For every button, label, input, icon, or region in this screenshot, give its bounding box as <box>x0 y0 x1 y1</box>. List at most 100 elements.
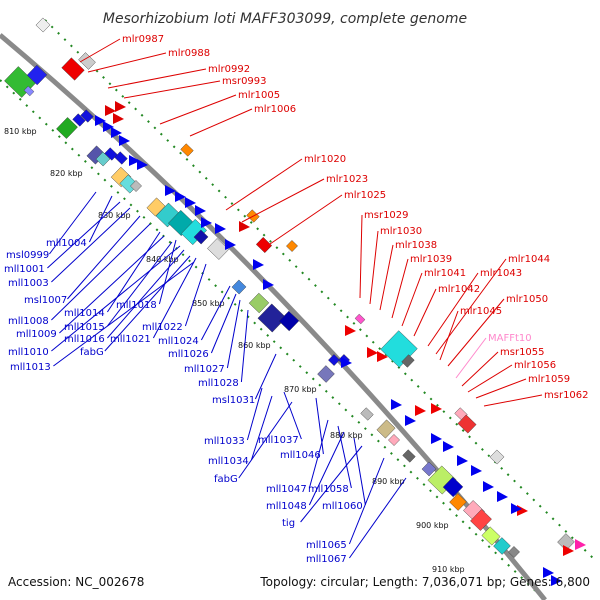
leader-line <box>87 52 167 73</box>
leader-line <box>152 257 197 339</box>
leader-line <box>461 351 499 387</box>
reverse-gene-label[interactable]: mll1024 <box>158 336 199 347</box>
forward-gene-label[interactable]: mlr1056 <box>514 360 556 371</box>
leader-line <box>159 94 237 125</box>
forward-gene-label[interactable]: mlr1030 <box>380 226 422 237</box>
leader-line <box>107 249 185 339</box>
forward-gene-label[interactable]: mlr1020 <box>304 154 346 165</box>
forward-gene-label[interactable]: mlr0992 <box>208 64 250 75</box>
reverse-gene-label[interactable]: mll1028 <box>198 378 239 389</box>
leader-line <box>413 288 437 337</box>
reverse-gene-label[interactable]: fabG <box>80 347 104 358</box>
leader-line <box>483 394 543 407</box>
reverse-gene-label[interactable]: msl0999 <box>6 250 49 261</box>
leader-line <box>269 194 343 245</box>
leader-line <box>51 223 151 321</box>
forward-gene-label[interactable]: mlr1045 <box>460 306 502 317</box>
leader-line <box>254 353 277 400</box>
reverse-gene-label[interactable]: mll1058 <box>308 484 349 495</box>
reverse-gene-label[interactable]: mll1009 <box>16 329 57 340</box>
reverse-gene-label[interactable]: mll1016 <box>64 334 105 345</box>
forward-gene-label[interactable]: mlr1042 <box>438 284 480 295</box>
forward-gene-label[interactable]: mlr0988 <box>168 48 210 59</box>
leader-line <box>47 201 121 269</box>
reverse-gene-label[interactable]: mll1046 <box>280 450 321 461</box>
leader-line <box>391 258 409 319</box>
kbp-tick-label: 820 kbp <box>50 169 83 178</box>
reverse-gene-label[interactable]: mll1027 <box>184 364 225 375</box>
leader-line <box>158 239 177 305</box>
reverse-gene-label[interactable]: tig <box>282 518 295 529</box>
leader-line <box>475 378 527 399</box>
leader-line <box>300 445 363 523</box>
forward-gene-label[interactable]: mlr1059 <box>528 374 570 385</box>
reverse-gene-label[interactable]: mll1018 <box>116 300 157 311</box>
reverse-gene-label[interactable]: mll1003 <box>8 278 49 289</box>
leader-line <box>337 425 352 489</box>
forward-gene-label[interactable]: mlr1050 <box>506 294 548 305</box>
leader-line <box>210 293 237 354</box>
leader-line <box>359 214 363 299</box>
kbp-tick-label: 900 kbp <box>416 521 449 530</box>
kbp-tick-label: 860 kbp <box>238 341 271 350</box>
reverse-gene-label[interactable]: mll1037 <box>258 435 299 446</box>
reverse-gene-label[interactable]: msl1031 <box>212 395 255 406</box>
forward-gene-label[interactable]: mlr1025 <box>344 190 386 201</box>
leader-line <box>241 178 325 223</box>
reverse-gene-label[interactable]: fabG <box>214 474 238 485</box>
leader-line <box>225 158 303 211</box>
leader-line <box>67 215 141 300</box>
forward-gene-label[interactable]: msr1062 <box>544 390 589 401</box>
forward-gene-label[interactable]: mlr1023 <box>326 174 368 185</box>
reverse-gene-label[interactable]: mll1026 <box>168 349 209 360</box>
trna-label[interactable]: MAFFt10 <box>488 333 532 344</box>
reverse-gene-label[interactable]: mll1021 <box>110 334 151 345</box>
reverse-gene-label[interactable]: mll1004 <box>46 238 87 249</box>
leader-line <box>240 309 249 383</box>
reverse-gene-label[interactable]: mll1015 <box>64 322 105 333</box>
reverse-gene-label[interactable]: mll1047 <box>266 484 307 495</box>
reverse-gene-label[interactable]: mll1034 <box>208 456 249 467</box>
reverse-gene-label[interactable]: mll1001 <box>4 264 45 275</box>
kbp-tick-label: 890 kbp <box>372 477 405 486</box>
leader-line <box>348 457 385 545</box>
forward-gene-label[interactable]: mlr1041 <box>424 268 466 279</box>
leader-line <box>246 387 263 441</box>
forward-gene-label[interactable]: msr1029 <box>364 210 409 221</box>
reverse-gene-label[interactable]: msl1007 <box>24 295 67 306</box>
leader-line <box>107 241 173 327</box>
gene-features <box>4 17 586 586</box>
reverse-gene-label[interactable]: mll1008 <box>8 316 49 327</box>
accession-text: Accession: NC_002678 <box>8 575 144 589</box>
label-leader-lines <box>47 38 543 559</box>
kbp-tick-label: 830 kbp <box>98 211 131 220</box>
reverse-gene-label[interactable]: mll1022 <box>142 322 183 333</box>
forward-gene-label[interactable]: mlr1044 <box>508 254 550 265</box>
forward-gene-label[interactable]: mlr1005 <box>238 90 280 101</box>
leader-line <box>315 397 324 455</box>
kbp-tick-label: 850 kbp <box>192 299 225 308</box>
reverse-gene-label[interactable]: mll1013 <box>10 362 51 373</box>
forward-gene-label[interactable]: mlr1038 <box>395 240 437 251</box>
reverse-gene-label[interactable]: mll1060 <box>322 501 363 512</box>
forward-gene-label[interactable]: mlr0987 <box>122 34 164 45</box>
kbp-tick-label: 810 kbp <box>4 127 37 136</box>
leader-line <box>250 395 273 461</box>
forward-gene-label[interactable]: msr1055 <box>500 347 545 358</box>
genome-summary-text: Topology: circular; Length: 7,036,071 bp… <box>259 575 590 589</box>
forward-gene-label[interactable]: mlr1043 <box>480 268 522 279</box>
reverse-gene-label[interactable]: mll1065 <box>306 540 347 551</box>
reverse-gene-label[interactable]: mll1067 <box>306 554 347 565</box>
forward-gene-label[interactable]: mlr1006 <box>254 104 296 115</box>
reverse-gene-label[interactable]: mll1048 <box>266 501 307 512</box>
reverse-gene-label[interactable]: mll1014 <box>64 308 105 319</box>
reverse-gene-label[interactable]: mll1033 <box>204 436 245 447</box>
reverse-gene-label[interactable]: mll1010 <box>8 347 49 358</box>
leader-line <box>447 298 505 367</box>
forward-gene-label[interactable]: msr0993 <box>222 76 267 87</box>
forward-gene-label[interactable]: mlr1039 <box>410 254 452 265</box>
leader-line <box>59 235 165 334</box>
leader-line <box>238 401 293 479</box>
